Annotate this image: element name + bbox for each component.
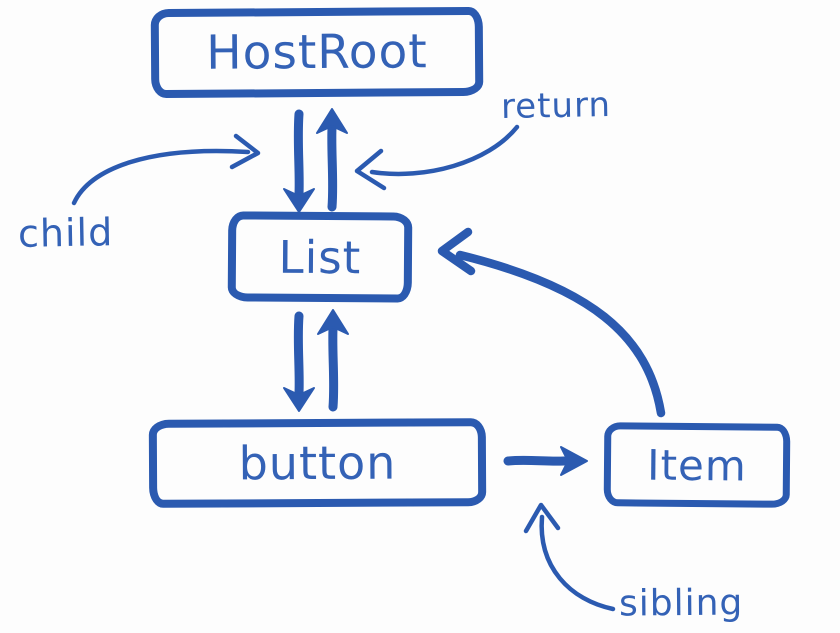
- button-to-item-arrow: [503, 446, 588, 476]
- node-item: Item: [603, 422, 791, 508]
- node-list-label: List: [278, 230, 362, 284]
- button-to-list-up-arrow: [317, 309, 349, 412]
- hostroot-to-list-down-arrow: [283, 109, 315, 213]
- list-to-button-down-arrow: [283, 311, 315, 412]
- node-list: List: [227, 211, 413, 303]
- return-label-arrow: [354, 124, 520, 191]
- edge-label-return: return: [500, 85, 612, 127]
- edge-label-sibling: sibling: [618, 582, 744, 625]
- node-hostroot: HostRoot: [150, 6, 484, 99]
- node-button-label: button: [238, 435, 397, 491]
- node-item-label: Item: [646, 440, 748, 490]
- child-label-arrow: [71, 133, 261, 206]
- sibling-label-arrow: [523, 502, 616, 612]
- node-button: button: [148, 418, 487, 508]
- item-to-list-arrow: [437, 227, 666, 418]
- edge-label-child: child: [17, 210, 114, 256]
- list-to-hostroot-up-arrow: [316, 108, 348, 212]
- node-hostroot-label: HostRoot: [206, 24, 428, 81]
